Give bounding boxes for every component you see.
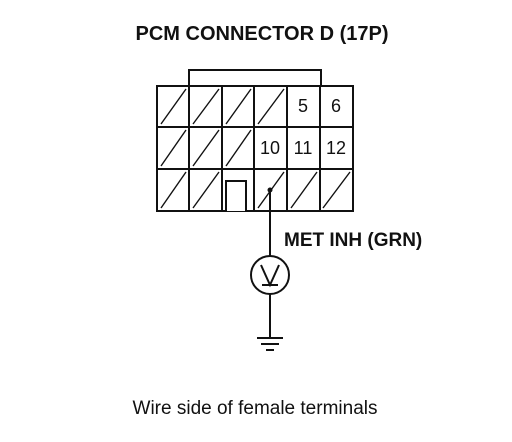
diagram-title: PCM CONNECTOR D (17P): [136, 23, 389, 45]
pcm-connector-d: 5 6 10 11 12: [156, 69, 354, 212]
terminal-11-label: 11: [294, 138, 313, 158]
ground-icon: [257, 337, 283, 351]
wire-label: MET INH (GRN): [284, 230, 422, 251]
terminal-10-label: 10: [260, 138, 280, 158]
diagram-caption: Wire side of female terminals: [133, 398, 378, 419]
terminal-6-label: 6: [331, 96, 341, 116]
probe-point: [267, 187, 273, 193]
terminal-5-label: 5: [298, 96, 308, 116]
voltmeter-icon: [250, 255, 290, 295]
connector-lock-tab: [188, 69, 322, 86]
terminal-12-label: 12: [326, 138, 346, 158]
blank-cavity-hatching: [160, 88, 351, 209]
connector-key-notch: [225, 180, 247, 211]
